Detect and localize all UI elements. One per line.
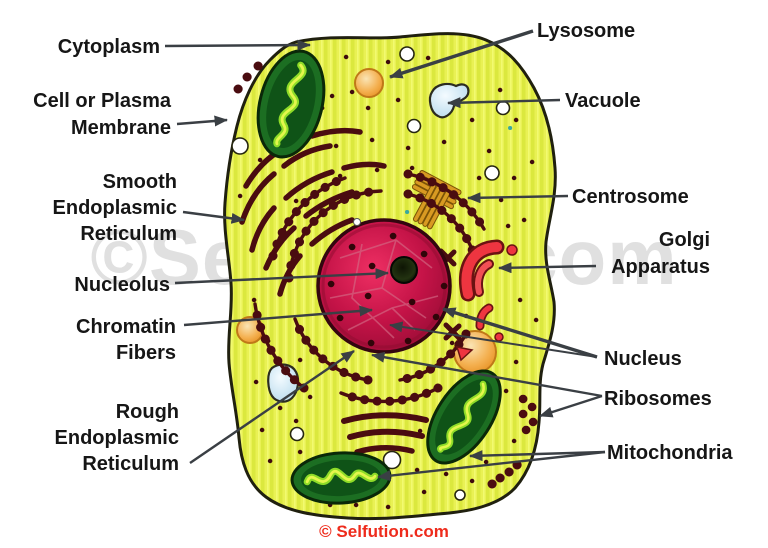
er-fragments <box>341 412 429 455</box>
label-smooth-er-line1: Smooth <box>102 171 177 193</box>
mitochondrion-shape-right <box>426 369 502 465</box>
arrow-mitochondria-2 <box>469 450 606 462</box>
nucleolus-shape <box>390 256 418 284</box>
teal-specks <box>405 126 513 214</box>
arrow-mitochondria-1 <box>377 450 606 482</box>
nucleus-shape <box>316 218 452 354</box>
ribosome-dots <box>518 394 538 435</box>
arrow-nucleus-2 <box>389 321 598 358</box>
arrow-vacuole <box>447 97 561 109</box>
arrow-ribosomes-2 <box>371 351 603 398</box>
arrow-nucleolus <box>174 268 389 285</box>
arrow-golgi <box>498 262 597 274</box>
label-centrosome: Centrosome <box>572 186 689 208</box>
arrow-nucleus <box>442 307 598 359</box>
label-smooth-er-line3: Reticulum <box>80 223 177 245</box>
label-nucleolus: Nucleolus <box>74 274 170 296</box>
footer-credit: © Selfution.com <box>319 522 449 541</box>
label-chromatin-line2: Fibers <box>115 342 176 364</box>
smooth-er-shape <box>239 127 387 297</box>
golgi-apparatus-shape <box>455 239 518 362</box>
label-lysosome: Lysosome <box>537 20 636 42</box>
label-rough-er-line1: Rough <box>115 401 179 423</box>
label-chromatin-line1: Chromatin <box>76 316 176 338</box>
label-cytoplasm: Cytoplasm <box>57 36 160 58</box>
nuclear-pores <box>327 232 448 347</box>
label-vacuole: Vacuole <box>565 90 641 112</box>
ribosome-dots-bottom <box>487 460 522 489</box>
chromatin-fibers-shape <box>329 239 439 339</box>
label-rough-er-line2: Endoplasmic <box>54 427 179 449</box>
golgi-vesicle <box>506 244 518 256</box>
arrow-rough-er <box>189 350 355 464</box>
label-membrane-line1: Cell or Plasma <box>33 90 171 112</box>
arrow-cytoplasm <box>164 39 311 51</box>
label-golgi-line1: Golgi <box>658 229 710 251</box>
leader-arrows <box>164 29 606 482</box>
label-golgi-line2: Apparatus <box>611 256 710 278</box>
label-smooth-er-line2: Endoplasmic <box>52 197 177 219</box>
ribosome-dots-topleft <box>233 61 263 94</box>
arrow-chromatin <box>183 305 373 327</box>
arrow-lysosome <box>389 29 534 79</box>
arrow-centrosome <box>467 192 569 204</box>
arrow-smooth-er <box>182 210 245 224</box>
label-nucleus: Nucleus <box>604 348 682 370</box>
arrow-ribosomes-1 <box>539 394 603 418</box>
rough-er-shape <box>250 169 489 406</box>
label-mitochondria: Mitochondria <box>607 442 733 464</box>
label-ribosomes: Ribosomes <box>604 388 712 410</box>
label-rough-er-line3: Reticulum <box>82 453 179 475</box>
lysosome-shape <box>236 68 497 374</box>
mitochondrion-shape-top <box>256 49 326 159</box>
label-membrane-line2: Membrane <box>70 117 171 139</box>
arrow-membrane <box>176 115 228 127</box>
